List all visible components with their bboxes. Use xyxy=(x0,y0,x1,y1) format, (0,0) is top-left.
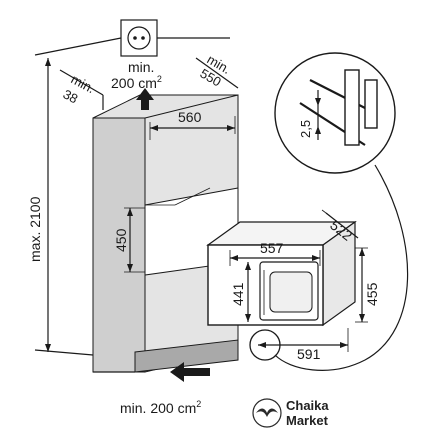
vent-top-label-line2: 200 cm2 xyxy=(111,74,162,91)
vent-top-label-line1: min. xyxy=(128,59,154,75)
vent-top-arrow-icon xyxy=(136,88,154,110)
detail-magnifier: 2,5 xyxy=(274,52,396,174)
max-height-label: max. 2100 xyxy=(27,196,43,262)
chaika-bird-logo-icon xyxy=(252,398,282,428)
appliance-door-glass xyxy=(269,271,313,313)
vent-bottom-label: min. 200 cm2 xyxy=(120,399,201,416)
inner-width-label: 557 xyxy=(260,240,284,256)
niche-height-label: 450 xyxy=(113,228,129,252)
brand-sub: Market xyxy=(286,413,328,428)
niche-width-label: 560 xyxy=(178,109,202,125)
side-height-label: 455 xyxy=(364,282,380,306)
width-label: 591 xyxy=(297,346,321,362)
vent-bottom-arrow-icon xyxy=(170,362,210,382)
gap-label: 2,5 xyxy=(298,120,313,138)
socket-icon xyxy=(120,19,158,57)
brand-name: Chaika xyxy=(286,398,329,413)
min-left-value: 38 xyxy=(61,86,81,106)
plinth xyxy=(134,339,239,373)
brand-watermark: Chaika Market xyxy=(252,396,372,432)
front-height-label: 441 xyxy=(230,282,246,306)
